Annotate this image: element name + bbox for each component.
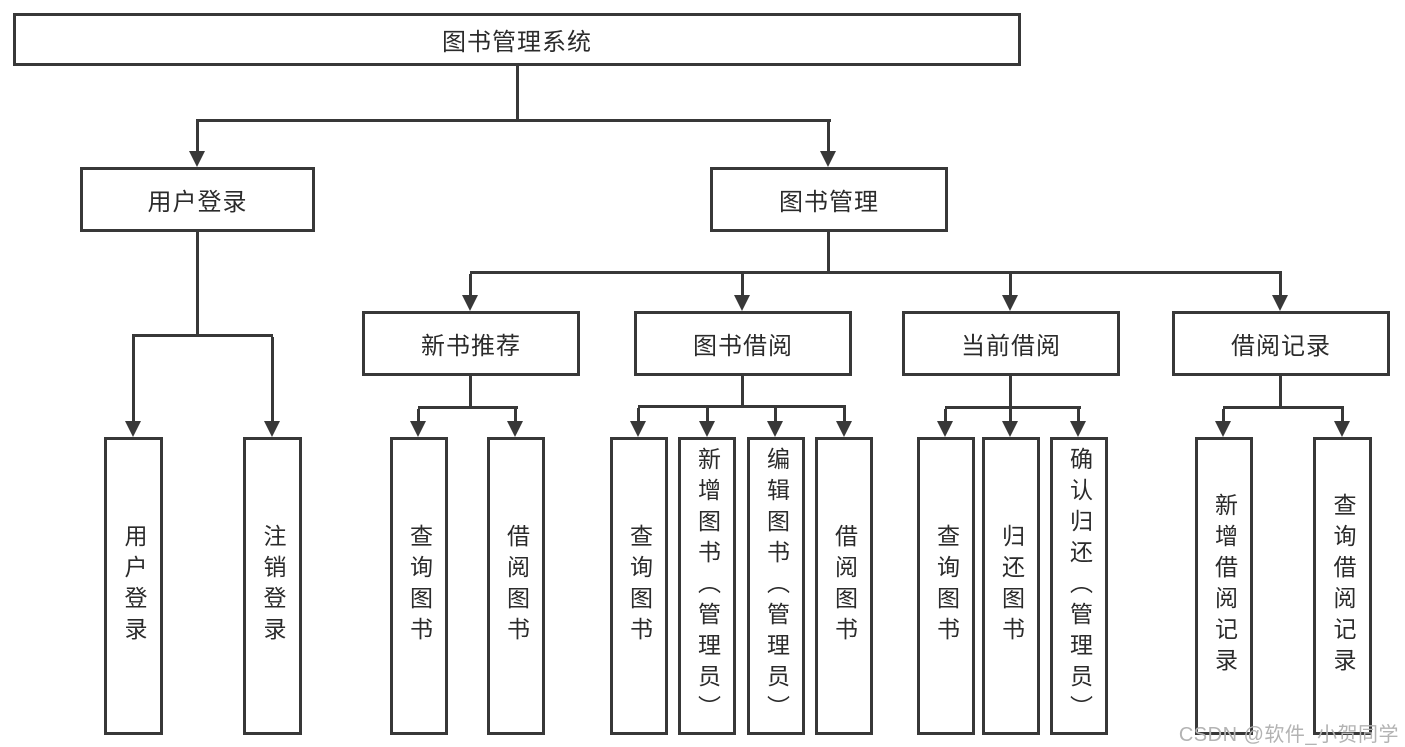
leaf-borrowing-edit-books-admin: 编辑图书（管理员） [747,437,805,735]
node-root-system: 图书管理系统 [13,13,1021,66]
edge-arrow [630,408,646,437]
leaf-newbook-borrow-books-label: 借阅图书 [503,524,530,648]
edge-line [196,119,831,122]
leaf-current-query-books-label: 查询图书 [933,524,960,648]
leaf-current-confirm-return-admin: 确认归还（管理员） [1050,437,1108,735]
edge-arrow [125,337,141,437]
leaf-records-query-record: 查询借阅记录 [1313,437,1372,735]
node-root-label: 图书管理系统 [442,29,592,56]
leaf-newbook-query-books-label: 查询图书 [406,524,433,648]
leaf-borrowing-borrow-books: 借阅图书 [815,437,873,735]
edge-arrow [1002,274,1018,311]
edge-line [196,232,199,334]
edge-line [1009,376,1012,406]
node-current-borrow: 当前借阅 [902,311,1120,376]
node-user-login-label: 用户登录 [147,189,248,216]
edge-arrow [1334,409,1350,437]
leaf-logout-label: 注销登录 [260,524,286,648]
edge-arrow [937,409,953,437]
leaf-records-add-record: 新增借阅记录 [1195,437,1253,735]
edge-arrow [1272,274,1288,311]
leaf-newbook-query-books: 查询图书 [390,437,448,735]
leaf-current-query-books: 查询图书 [917,437,975,735]
leaf-user-login: 用户登录 [104,437,163,735]
leaf-current-confirm-return-admin-label: 确认归还（管理员） [1066,446,1093,726]
node-book-management: 图书管理 [710,167,948,232]
edge-line [638,405,846,408]
edge-arrow [767,408,783,437]
leaf-borrowing-query-books: 查询图书 [610,437,668,735]
edge-arrow [462,274,478,311]
edge-line [469,376,472,406]
node-borrow-records-label: 借阅记录 [1231,333,1331,360]
edge-arrow [410,409,426,437]
edge-arrow [820,119,836,167]
leaf-borrowing-borrow-books-label: 借阅图书 [831,524,858,648]
edge-arrow [1002,409,1018,437]
node-new-book-recommend: 新书推荐 [362,311,580,376]
node-borrow-records: 借阅记录 [1172,311,1390,376]
csdn-watermark: CSDN @软件_小贺同学 [1178,724,1399,746]
edge-line [1223,406,1344,409]
edge-line [470,271,1282,274]
leaf-borrowing-edit-books-admin-label: 编辑图书（管理员） [763,446,790,726]
edge-arrow [507,409,523,437]
node-user-login: 用户登录 [80,167,315,232]
edge-arrow [1070,409,1086,437]
edge-line [132,334,273,337]
edge-line [945,406,1081,409]
edge-arrow [699,408,715,437]
node-book-management-label: 图书管理 [779,189,879,216]
edge-line [827,232,830,271]
edge-line [741,376,744,405]
leaf-logout: 注销登录 [243,437,302,735]
node-current-borrow-label: 当前借阅 [961,333,1061,360]
leaf-records-query-record-label: 查询借阅记录 [1330,493,1356,679]
node-new-book-recommend-label: 新书推荐 [421,333,521,360]
node-book-borrowing-label: 图书借阅 [693,333,793,360]
leaf-user-login-label: 用户登录 [121,524,147,648]
edge-arrow [836,408,852,437]
edge-arrow [189,119,205,167]
leaf-borrowing-add-books-admin-label: 新增图书（管理员） [694,446,721,726]
edge-arrow [264,337,280,437]
edge-arrow [1215,409,1231,437]
edge-line [516,66,519,119]
leaf-records-add-record-label: 新增借阅记录 [1211,493,1238,679]
leaf-borrowing-add-books-admin: 新增图书（管理员） [678,437,736,735]
node-book-borrowing: 图书借阅 [634,311,852,376]
leaf-current-return-books-label: 归还图书 [998,524,1025,648]
edge-line [1279,376,1282,406]
edge-line [418,406,518,409]
edge-arrow [734,274,750,311]
leaf-newbook-borrow-books: 借阅图书 [487,437,545,735]
leaf-current-return-books: 归还图书 [982,437,1040,735]
leaf-borrowing-query-books-label: 查询图书 [626,524,653,648]
